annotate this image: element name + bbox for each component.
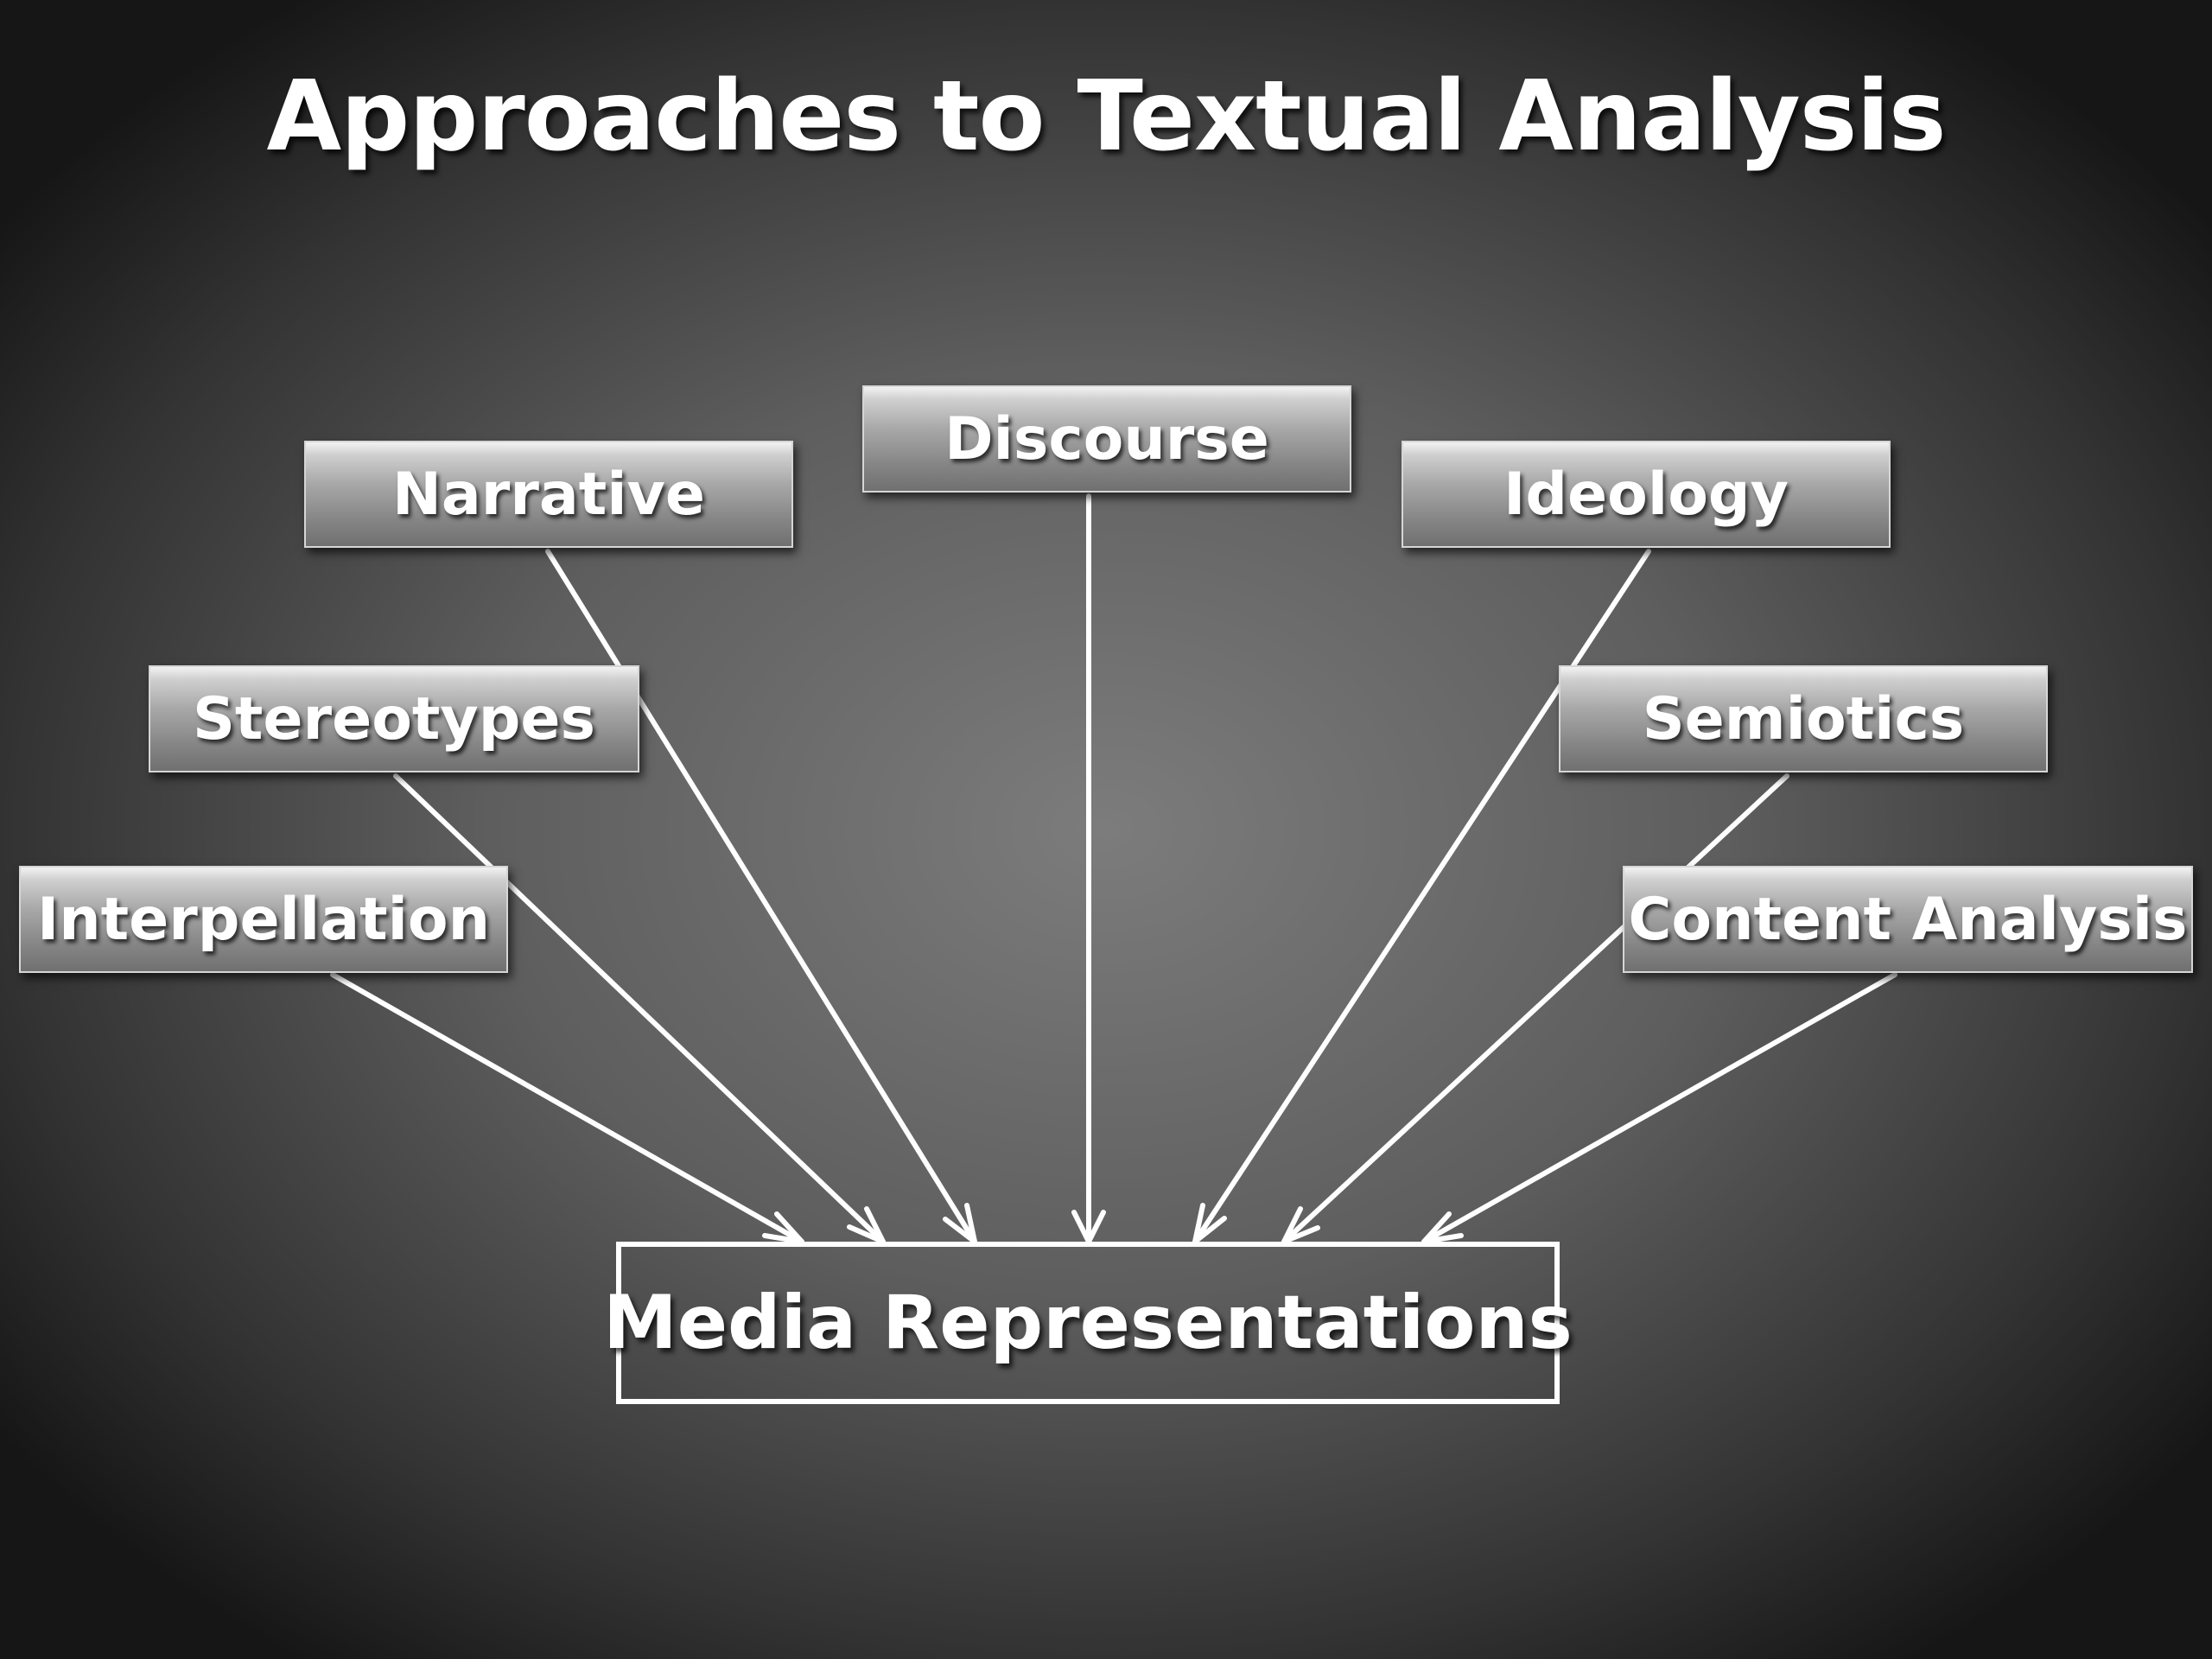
target-media-representations: Media Representations	[603, 1242, 1573, 1404]
arrowhead-interpellation	[762, 1211, 804, 1244]
approach-narrative: Narrative	[304, 441, 793, 548]
approach-semiotics: Semiotics	[1559, 665, 2048, 772]
arrowhead-narrative	[943, 1203, 977, 1244]
arrow-semiotics	[1281, 773, 1789, 1244]
approach-discourse: Discourse	[862, 385, 1351, 493]
approach-label: Interpellation	[36, 885, 491, 954]
arrow-narrative	[545, 549, 977, 1244]
approach-interpellation: Interpellation	[19, 866, 508, 973]
approach-label: Narrative	[391, 460, 705, 529]
approach-label: Stereotypes	[192, 684, 596, 753]
approach-label: Content Analysis	[1628, 885, 2188, 954]
approach-content-analysis: Content Analysis	[1623, 866, 2193, 973]
approach-ideology: Ideology	[1402, 441, 1891, 548]
approach-label: Discourse	[944, 404, 1269, 474]
approach-stereotypes: Stereotypes	[149, 665, 639, 772]
arrow-stereotypes	[393, 773, 886, 1244]
arrow-ideology	[1192, 549, 1651, 1244]
arrow-content-analysis	[1421, 972, 1897, 1244]
target-label: Media Representations	[603, 1280, 1573, 1366]
arrow-interpellation	[330, 972, 804, 1244]
slide-title: Approaches to Textual Analysis	[266, 60, 1946, 173]
approach-label: Ideology	[1503, 460, 1789, 529]
approach-label: Semiotics	[1642, 684, 1965, 753]
arrowhead-content-analysis	[1421, 1211, 1464, 1244]
